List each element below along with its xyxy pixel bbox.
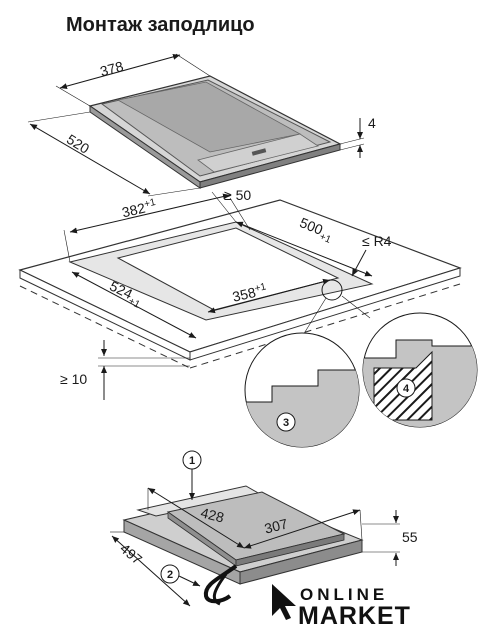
dim-378-label: 378 (98, 58, 125, 80)
logo-line1: ONLINE (300, 585, 388, 604)
callout-2-number: 2 (167, 569, 173, 581)
dim-min-edge-label: ≥ 50 (224, 187, 251, 203)
control-panel-icon (251, 148, 267, 156)
detail-3-magnifier: 3 (244, 332, 360, 448)
detail-4-number: 4 (403, 383, 410, 395)
callout-1-number: 1 (189, 455, 195, 467)
detail-4-magnifier: 4 (362, 312, 478, 428)
dim-4-label: 4 (368, 115, 376, 131)
dim-55-label: 55 (402, 529, 418, 545)
detail-3-number: 3 (283, 417, 289, 429)
dim-428-label: 428 (199, 504, 226, 525)
dim-520-label: 520 (64, 131, 92, 157)
logo-line2: MARKET (298, 602, 411, 630)
dim-358-label: 358+1 (231, 281, 269, 305)
cursor-icon (272, 584, 296, 620)
hob-drawing (88, 75, 342, 189)
online-market-logo: ONLINE MARKET (272, 584, 411, 630)
dim-radius-label: ≤ R4 (362, 233, 392, 249)
page-title: Монтаж заподлицо (66, 14, 255, 36)
detail-locator (321, 279, 343, 301)
dim-worktop-min-label: ≥ 10 (60, 371, 87, 387)
dim-307-label: 307 (263, 515, 290, 536)
dim-520-line (29, 123, 151, 195)
dim-378-line (59, 53, 181, 90)
dim-382-label: 382+1 (120, 197, 158, 221)
